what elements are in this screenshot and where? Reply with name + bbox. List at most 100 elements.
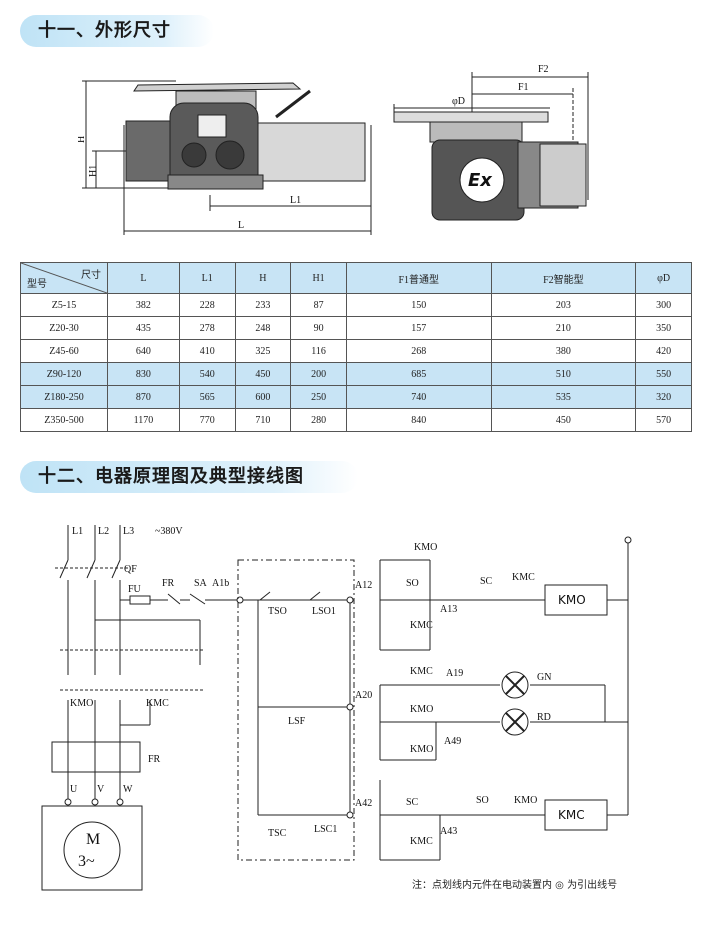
cell: 150 [345, 293, 492, 317]
label-KMO: KMO [70, 698, 93, 709]
cell: 740 [345, 385, 492, 409]
col-header: L [107, 262, 180, 294]
cell: 510 [490, 362, 637, 386]
dim-L1: L1 [290, 195, 301, 206]
cell: Z180-250 [20, 385, 108, 409]
cell: 350 [635, 316, 692, 340]
cell: Z350-500 [20, 408, 108, 432]
label-voltage: ~380V [155, 526, 183, 537]
cell: 410 [178, 339, 236, 363]
label-LSF: LSF [288, 716, 306, 727]
cell: 157 [345, 316, 492, 340]
cell: 325 [234, 339, 292, 363]
side-view-drawing: Ex F2 F1 φD [393, 64, 589, 221]
cell: Z5-15 [20, 293, 108, 317]
label-A12: A12 [355, 580, 372, 591]
corner-bottom-label: 型号 [27, 279, 47, 290]
cell: 250 [290, 385, 347, 409]
cell: Z20-30 [20, 316, 108, 340]
label-KMC-b: KMC [410, 836, 433, 847]
label-KMO-a49: KMO [410, 744, 433, 755]
label-SC2: SC [406, 797, 419, 808]
cell: 382 [107, 293, 180, 317]
cell: 420 [635, 339, 692, 363]
dim-H: H [78, 136, 87, 143]
label-LSO1: LSO1 [312, 606, 336, 617]
dim-H1: H1 [88, 165, 99, 177]
cell: 570 [635, 408, 692, 432]
label-A20: A20 [355, 690, 372, 701]
front-view-drawing: H H1 L1 L [78, 80, 372, 235]
label-L3: L3 [123, 526, 134, 537]
label-QF: QF [124, 564, 137, 575]
label-KMO-rd: KMO [410, 704, 433, 715]
label-FR: FR [162, 578, 175, 589]
cell: 870 [107, 385, 180, 409]
cell: 268 [345, 339, 492, 363]
col-header: H [234, 262, 292, 294]
corner-diagonal [21, 263, 107, 293]
cell: 200 [290, 362, 347, 386]
dim-F1: F1 [518, 82, 529, 93]
label-SO2: SO [476, 795, 489, 806]
cell: 248 [234, 316, 292, 340]
label-LSC1: LSC1 [314, 824, 337, 835]
label-A1b: A1b [212, 578, 229, 589]
cell: Z90-120 [20, 362, 108, 386]
label-FU: FU [128, 584, 142, 595]
cell: 300 [635, 293, 692, 317]
cell: 1170 [107, 408, 180, 432]
cell: 685 [345, 362, 492, 386]
label-KMO-top: KMO [414, 542, 437, 553]
circuit-diagram: L1 L2 L3 ~380V QF FU FR SA A1b KMO KMC F… [41, 525, 632, 891]
label-KMC-r2: KMC [410, 620, 433, 631]
label-L1: L1 [72, 526, 83, 537]
cell: 840 [345, 408, 492, 432]
label-SA: SA [194, 578, 208, 589]
label-TSC: TSC [268, 828, 287, 839]
cell: 116 [290, 339, 347, 363]
cell: 210 [490, 316, 637, 340]
label-RD: RD [537, 712, 551, 723]
cell: 87 [290, 293, 347, 317]
ex-mark: Ex [468, 170, 493, 191]
label-SC: SC [480, 576, 493, 587]
label-A42: A42 [355, 798, 372, 809]
cell: 320 [635, 385, 692, 409]
table-corner-cell: 尺寸 型号 [20, 262, 108, 294]
cell: 540 [178, 362, 236, 386]
table-header-row: 尺寸 型号 L L1 H H1 F1普通型 F2智能型 φD [20, 262, 692, 294]
label-SO: SO [406, 578, 419, 589]
cell: 380 [490, 339, 637, 363]
section-title-circuit: 十二、电器原理图及典型接线图 [20, 461, 358, 493]
cell: 278 [178, 316, 236, 340]
cell: 710 [234, 408, 292, 432]
cell: 203 [490, 293, 637, 317]
label-A13: A13 [440, 604, 457, 615]
label-U: U [70, 784, 78, 795]
col-header: L1 [178, 262, 236, 294]
label-W: W [123, 784, 133, 795]
label-KMC-r1: KMC [512, 572, 535, 583]
cell: 450 [490, 408, 637, 432]
label-V: V [97, 784, 105, 795]
cell: 233 [234, 293, 292, 317]
label-FR2: FR [148, 754, 161, 765]
label-A49: A49 [444, 736, 461, 747]
cell: 228 [178, 293, 236, 317]
footnote: 注：点划线内元件在电动装置内 ◎ 为引出线号 [412, 880, 618, 891]
col-header: F2智能型 [490, 262, 637, 294]
cell: 435 [107, 316, 180, 340]
dim-L: L [238, 220, 244, 231]
label-TSO: TSO [268, 606, 287, 617]
cell: 600 [234, 385, 292, 409]
col-header: F1普通型 [345, 262, 492, 294]
label-KMC-gn: KMC [410, 666, 433, 677]
label-M3: 3~ [78, 853, 95, 870]
label-KMC: KMC [146, 698, 169, 709]
